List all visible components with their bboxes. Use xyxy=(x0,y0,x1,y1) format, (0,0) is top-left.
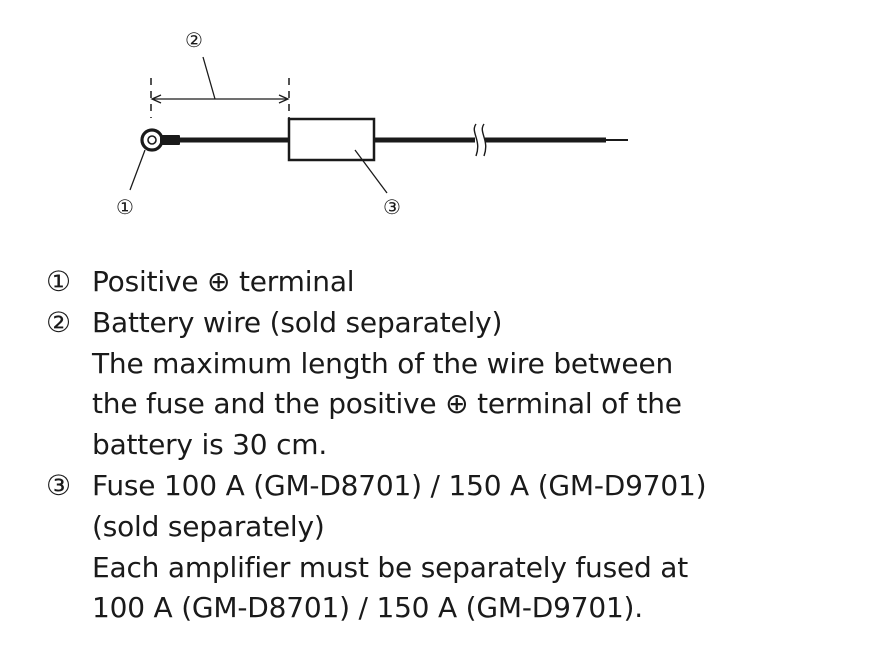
legend-line: Each amplifier must be separately fused … xyxy=(92,550,689,584)
legend-body: Positive ⊕ terminal xyxy=(92,262,846,303)
wire-break-symbol xyxy=(473,123,487,157)
legend-line: 100 A (GM-D8701) / 150 A (GM-D9701). xyxy=(92,591,643,625)
legend-number: ① xyxy=(46,265,71,298)
legend-line: Fuse 100 A (GM-D8701) / 150 A (GM-D9701) xyxy=(92,468,707,502)
callout-2-label: ② xyxy=(185,28,203,52)
legend-number: ③ xyxy=(46,468,71,502)
callout-1-label: ① xyxy=(116,195,134,219)
legend-line: battery is 30 cm. xyxy=(92,428,328,462)
legend-item-battery-wire: ② Battery wire (sold separately) The max… xyxy=(46,303,846,466)
callout-3-leader xyxy=(354,149,388,194)
ring-terminal-icon xyxy=(140,128,180,152)
battery-wire-diagram: ② ① ③ xyxy=(116,28,628,219)
legend-body: Battery wire (sold separately) The maxim… xyxy=(92,303,846,466)
legend-number: ② xyxy=(46,305,71,339)
length-dimension-arrow xyxy=(150,94,290,104)
legend-list: ① Positive ⊕ terminal ② Battery wire (so… xyxy=(46,262,846,629)
callout-1-leader xyxy=(129,149,146,191)
legend-item-fuse: ③ Fuse 100 A (GM-D8701) / 150 A (GM-D970… xyxy=(46,466,846,629)
legend-line: the fuse and the positive ⊕ terminal of … xyxy=(92,387,682,421)
legend-line: Battery wire (sold separately) xyxy=(92,305,503,339)
legend-body: Fuse 100 A (GM-D8701) / 150 A (GM-D9701)… xyxy=(92,466,846,629)
callout-3-label: ③ xyxy=(383,195,401,219)
legend-line: (sold separately) xyxy=(92,509,325,543)
callout-2-leader xyxy=(202,56,216,100)
fuse-box xyxy=(287,117,376,162)
legend-item-positive-terminal: ① Positive ⊕ terminal xyxy=(46,262,846,303)
legend-line: The maximum length of the wire between xyxy=(92,346,674,380)
legend-line: Positive ⊕ terminal xyxy=(92,265,355,298)
